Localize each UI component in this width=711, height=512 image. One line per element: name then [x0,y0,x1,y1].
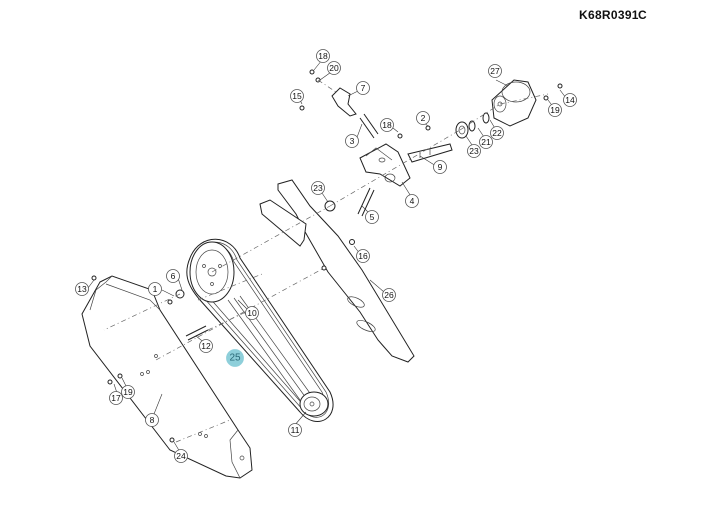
svg-text:5: 5 [370,212,375,222]
callout-17: 17 [109,391,123,405]
svg-text:27: 27 [490,66,500,76]
callout-25: 25 [226,349,244,367]
svg-text:17: 17 [111,393,121,403]
svg-text:19: 19 [123,387,133,397]
callout-24: 24 [174,449,188,463]
svg-text:21: 21 [481,137,491,147]
callout-27: 27 [488,64,502,78]
callout-14: 14 [563,93,577,107]
small-bracket [331,87,357,117]
long-bolt [185,325,209,341]
callout-15: 15 [290,89,304,103]
callout-4: 4 [405,194,419,208]
callout-10: 10 [245,306,259,320]
drive-housing [491,79,537,127]
svg-text:25: 25 [229,353,241,364]
mounting-plate [277,179,415,363]
callout-6: 6 [166,269,180,283]
belt-guard-cover [81,275,253,479]
callout-7: 7 [356,81,370,95]
tension-bolt [357,187,375,217]
svg-text:19: 19 [550,105,560,115]
svg-text:18: 18 [318,51,328,61]
guard-plate [259,199,307,247]
callout-9: 9 [433,160,447,174]
tension-screw [359,113,379,139]
callout-22: 22 [490,126,504,140]
callout-3: 3 [345,134,359,148]
svg-text:11: 11 [291,425,300,435]
svg-text:10: 10 [247,308,257,318]
callout-26: 26 [382,288,396,302]
drawing-reference-code: K68R0391 [579,8,639,22]
svg-text:24: 24 [176,451,186,461]
callout-20: 20 [327,61,341,75]
drawing-revision: C [638,8,647,22]
svg-text:1: 1 [153,284,158,294]
callout-12: 12 [199,339,213,353]
svg-text:14: 14 [565,95,575,105]
leader-lines [87,59,567,453]
callout-18a: 18 [316,49,330,63]
svg-text:15: 15 [292,91,302,101]
drive-shaft [407,143,453,163]
callout-11: 11 [288,423,302,437]
svg-text:2: 2 [421,113,426,123]
callout-18b: 18 [380,118,394,132]
svg-text:22: 22 [492,128,502,138]
svg-text:18: 18 [382,120,392,130]
svg-text:26: 26 [384,290,394,300]
svg-text:4: 4 [410,196,415,206]
svg-text:23: 23 [469,146,479,156]
callout-5: 5 [365,210,379,224]
svg-text:23: 23 [313,183,323,193]
small-pulley [299,391,329,417]
callout-8: 8 [145,413,159,427]
svg-text:13: 13 [77,284,87,294]
svg-text:7: 7 [361,83,366,93]
svg-text:8: 8 [150,415,155,425]
center-lines [103,79,549,443]
callout-19b: 19 [548,103,562,117]
callout-23b: 23 [311,181,325,195]
bearing-set [455,112,490,139]
svg-text:9: 9 [438,162,443,172]
callout-2: 2 [416,111,430,125]
callout-23a: 23 [467,144,481,158]
callout-16: 16 [356,249,370,263]
callout-13: 13 [75,282,89,296]
callout-21: 21 [479,135,493,149]
svg-text:6: 6 [171,271,176,281]
callout-19a: 19 [121,385,135,399]
svg-text:16: 16 [358,251,368,261]
svg-text:12: 12 [201,341,211,351]
svg-text:3: 3 [350,136,355,146]
callout-1: 1 [148,282,162,296]
svg-text:20: 20 [329,63,339,73]
motor-bracket [359,143,411,187]
